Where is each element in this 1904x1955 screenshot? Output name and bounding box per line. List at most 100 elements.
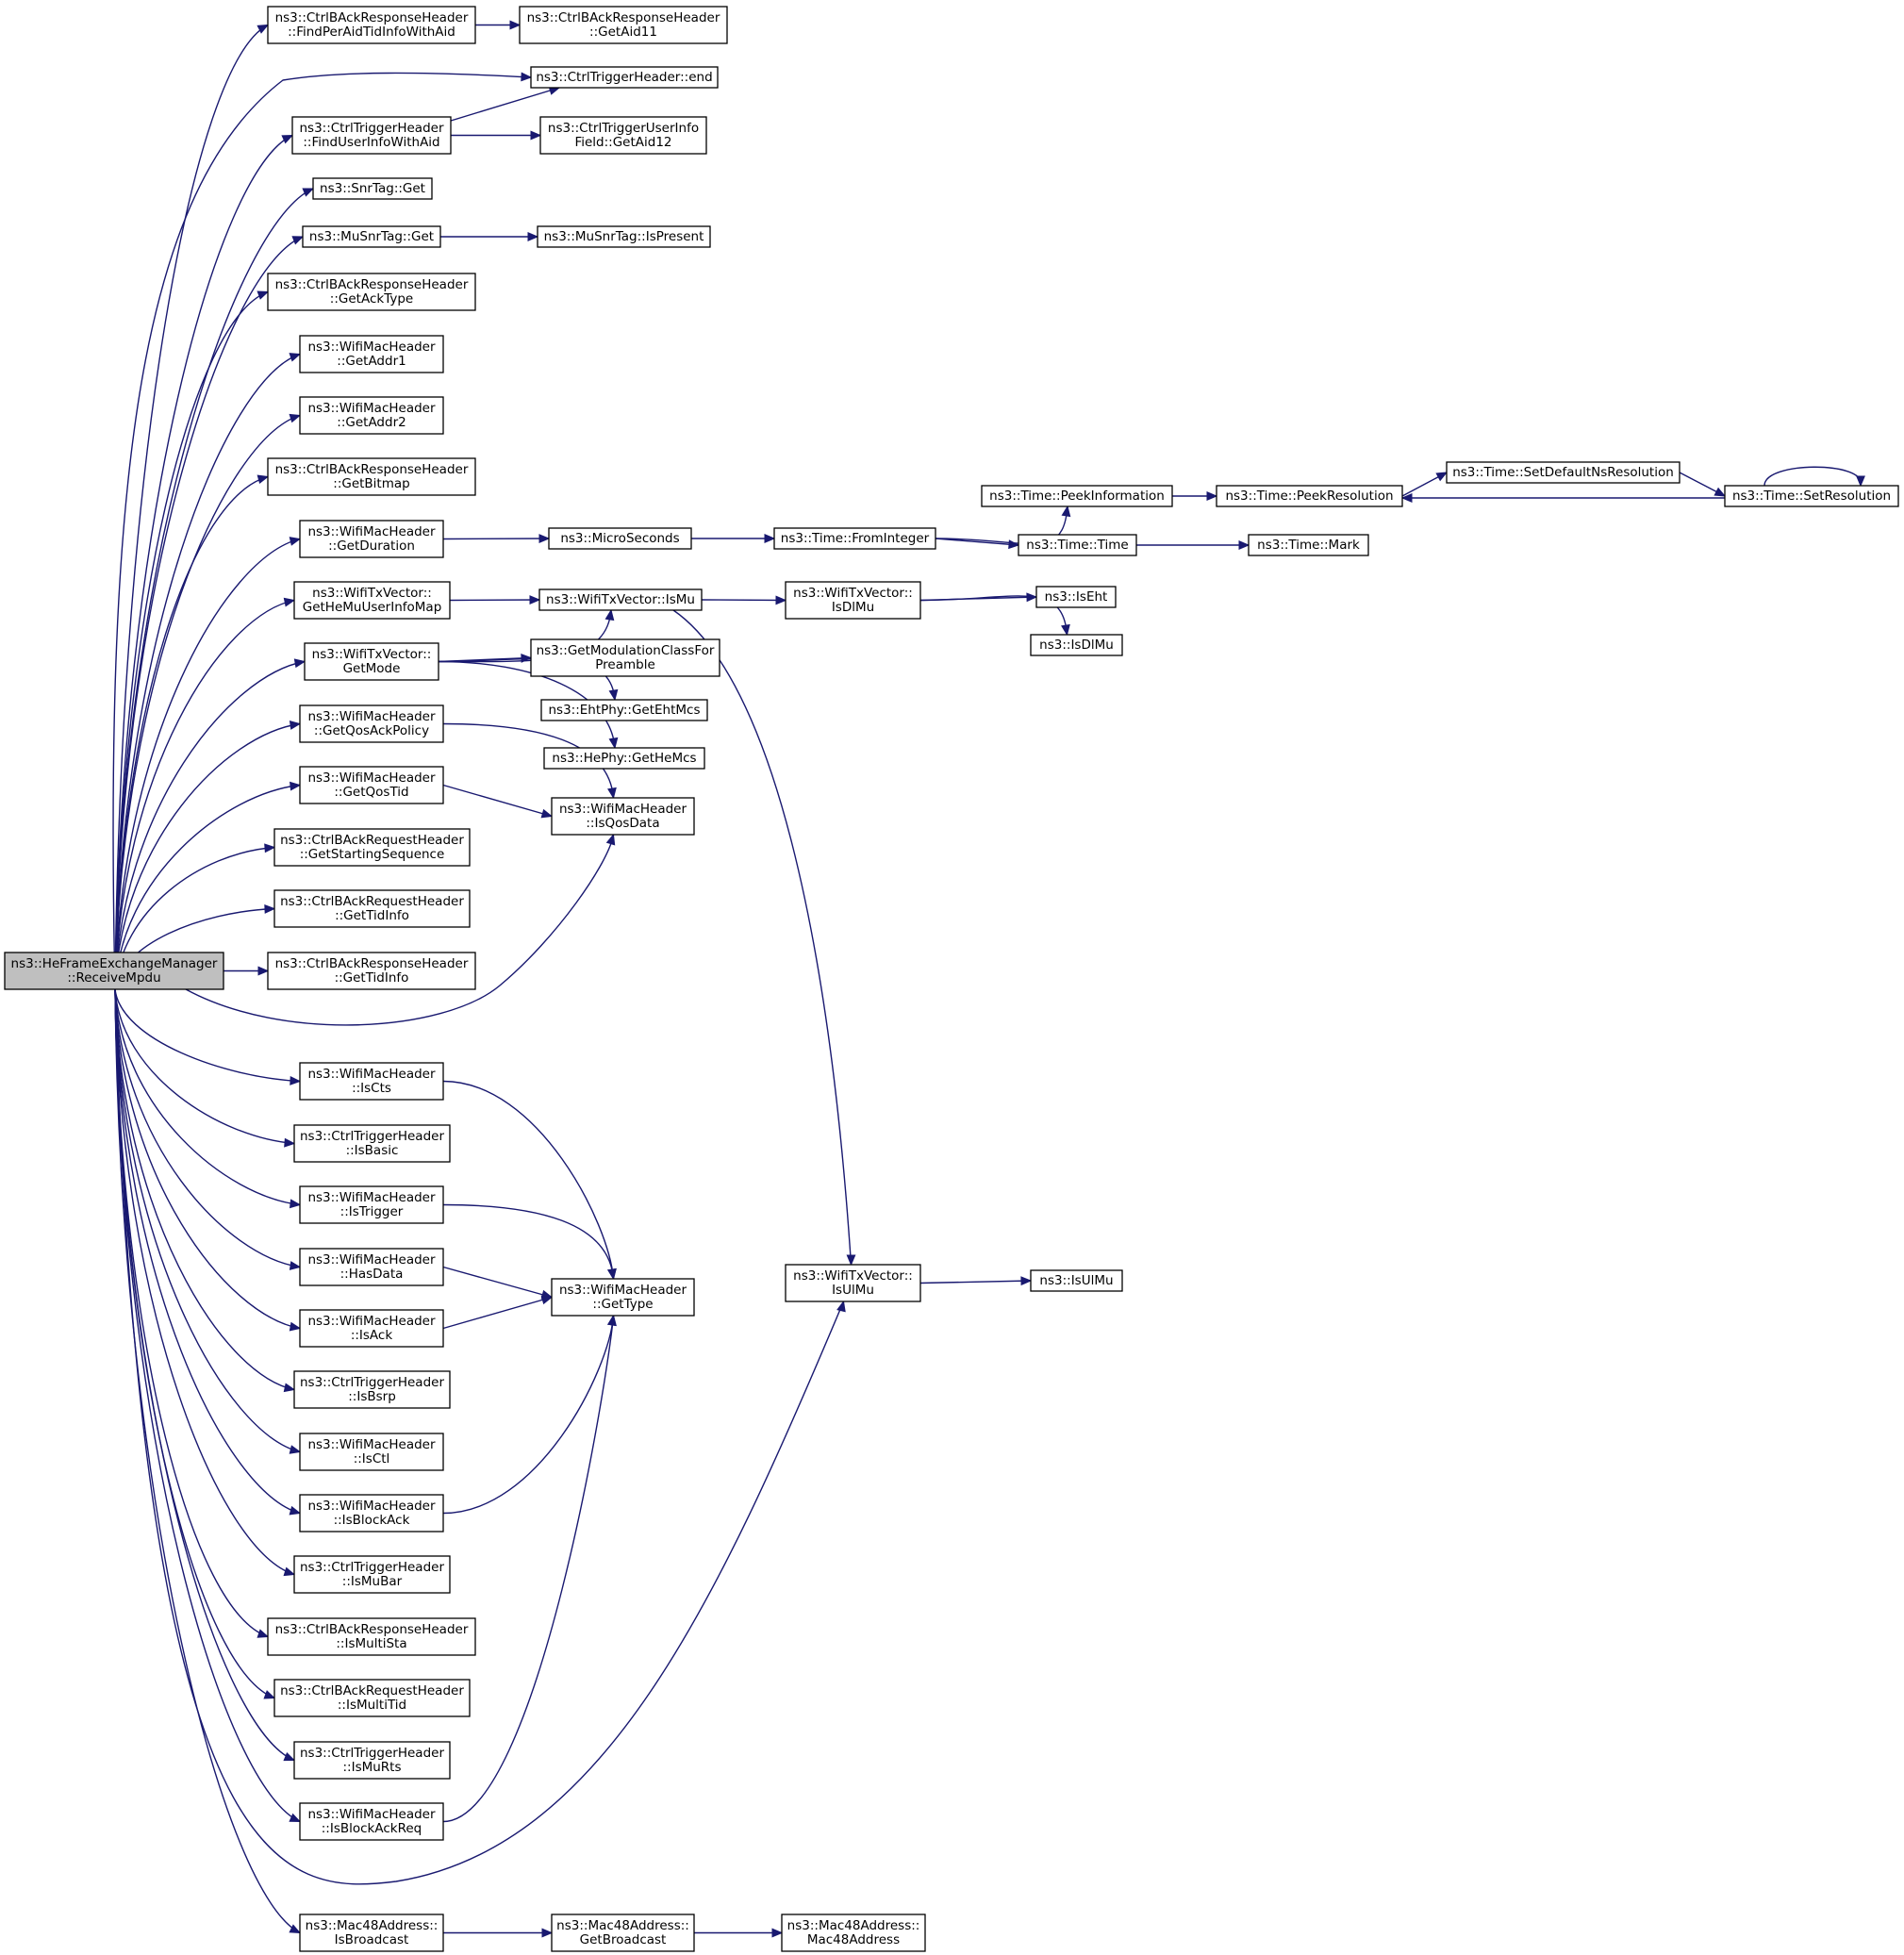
node-box xyxy=(781,1914,926,1952)
edge-root-to-is-block-ack xyxy=(114,988,301,1515)
node-from-integer[interactable]: ns3::Time::FromInteger xyxy=(773,527,936,550)
node-label: ::IsBlockAck xyxy=(334,1513,410,1528)
node-is-cts[interactable]: ns3::WifiMacHeader::IsCts xyxy=(299,1062,444,1101)
node-get-he-mu-user-info-map[interactable]: ns3::WifiTxVector::GetHeMuUserInfoMap xyxy=(293,581,451,620)
node-is-dl-mu[interactable]: ns3::IsDlMu xyxy=(1030,634,1123,656)
node-label: ns3::CtrlTriggerHeader xyxy=(300,1560,444,1575)
node-is-basic[interactable]: ns3::CtrlTriggerHeader::IsBasic xyxy=(293,1124,451,1163)
node-is-mu[interactable]: ns3::WifiTxVector::IsMu xyxy=(538,588,703,611)
node-he-mcs[interactable]: ns3::HePhy::GetHeMcs xyxy=(543,747,705,770)
edge-arrowhead xyxy=(293,658,306,669)
node-is-multi-tid[interactable]: ns3::CtrlBAckRequestHeader::IsMultiTid xyxy=(273,1679,471,1717)
node-box xyxy=(299,766,444,804)
node-get-aid11[interactable]: ns3::CtrlBAckResponseHeader::GetAid11 xyxy=(519,6,728,44)
node-is-eht[interactable]: ns3::IsEht xyxy=(1035,586,1117,608)
node-time-mark[interactable]: ns3::Time::Mark xyxy=(1248,534,1369,556)
node-mac48-ctor[interactable]: ns3::Mac48Address::Mac48Address xyxy=(781,1914,926,1952)
node-label: Field::GetAid12 xyxy=(574,135,671,150)
node-peek-information[interactable]: ns3::Time::PeekInformation xyxy=(981,485,1173,507)
node-mu-snr-get[interactable]: ns3::MuSnrTag::Get xyxy=(302,225,441,248)
node-is-multi-sta[interactable]: ns3::CtrlBAckResponseHeader::IsMultiSta xyxy=(267,1617,476,1656)
node-box xyxy=(299,1309,444,1348)
node-mu-snr-is-present[interactable]: ns3::MuSnrTag::IsPresent xyxy=(537,225,711,248)
node-get-broadcast[interactable]: ns3::Mac48Address::GetBroadcast xyxy=(551,1914,695,1952)
node-find-per-aid[interactable]: ns3::CtrlBAckResponseHeader::FindPerAidT… xyxy=(267,6,476,44)
node-is-block-ack-req[interactable]: ns3::WifiMacHeader::IsBlockAckReq xyxy=(299,1802,444,1841)
node-is-qos-data[interactable]: ns3::WifiMacHeader::IsQosData xyxy=(551,797,695,836)
edge-arrowhead xyxy=(257,966,270,976)
node-label: ns3::CtrlBAckResponseHeader xyxy=(275,277,469,292)
node-get-bitmap[interactable]: ns3::CtrlBAckResponseHeader::GetBitmap xyxy=(267,457,476,496)
node-is-mu-bar[interactable]: ns3::CtrlTriggerHeader::IsMuBar xyxy=(293,1555,451,1594)
node-eht-mcs[interactable]: ns3::EhtPhy::GetEhtMcs xyxy=(540,699,708,721)
edge-root-to-get-addr1 xyxy=(114,353,301,990)
node-is-ul-mu-vec[interactable]: ns3::WifiTxVector::IsUlMu xyxy=(785,1264,921,1302)
node-label: ::IsCtl xyxy=(354,1451,390,1466)
node-get-type[interactable]: ns3::WifiMacHeader::GetType xyxy=(551,1278,695,1317)
node-is-ul-mu[interactable]: ns3::IsUlMu xyxy=(1030,1269,1123,1292)
node-peek-resolution[interactable]: ns3::Time::PeekResolution xyxy=(1216,485,1403,507)
node-box xyxy=(299,704,444,743)
node-is-mu-rts[interactable]: ns3::CtrlTriggerHeader::IsMuRts xyxy=(293,1741,451,1780)
node-is-bsrp[interactable]: ns3::CtrlTriggerHeader::IsBsrp xyxy=(293,1370,451,1409)
node-get-mode[interactable]: ns3::WifiTxVector::GetMode xyxy=(304,642,439,681)
edge-set-resolution-to-set-resolution xyxy=(1763,466,1862,487)
edge-arrowhead xyxy=(607,1314,617,1327)
node-is-ctl[interactable]: ns3::WifiMacHeader::IsCtl xyxy=(299,1433,444,1471)
node-get-ack-type[interactable]: ns3::CtrlBAckResponseHeader::GetAckType xyxy=(267,273,476,311)
node-is-block-ack[interactable]: ns3::WifiMacHeader::IsBlockAck xyxy=(299,1494,444,1533)
node-get-qos-tid[interactable]: ns3::WifiMacHeader::GetQosTid xyxy=(299,766,444,804)
node-label: ns3::WifiMacHeader xyxy=(307,770,436,786)
node-label: ns3::CtrlBAckResponseHeader xyxy=(275,462,469,477)
node-label: ns3::Time::SetDefaultNsResolution xyxy=(1452,465,1674,480)
node-get-addr2[interactable]: ns3::WifiMacHeader::GetAddr2 xyxy=(299,396,444,435)
edge-root-to-is-bsrp xyxy=(114,988,295,1391)
node-get-duration[interactable]: ns3::WifiMacHeader::GetDuration xyxy=(299,520,444,558)
nodes-layer: ns3::HeFrameExchangeManager::ReceiveMpdu… xyxy=(4,6,1899,1952)
node-req-start-seq[interactable]: ns3::CtrlBAckRequestHeader::GetStartingS… xyxy=(273,828,471,867)
node-time-time[interactable]: ns3::Time::Time xyxy=(1018,534,1137,556)
node-set-default-ns[interactable]: ns3::Time::SetDefaultNsResolution xyxy=(1446,461,1680,484)
edge-arrowhead xyxy=(1061,623,1070,637)
node-label: ns3::WifiMacHeader xyxy=(559,802,687,817)
edge-arrowhead xyxy=(289,1445,302,1454)
node-get-qos-ack-policy[interactable]: ns3::WifiMacHeader::GetQosAckPolicy xyxy=(299,704,444,743)
node-trigger-end[interactable]: ns3::CtrlTriggerHeader::end xyxy=(530,66,719,89)
edge-arrowhead xyxy=(1008,539,1020,550)
edge-arrowhead xyxy=(764,534,776,543)
node-box xyxy=(981,485,1173,507)
node-box xyxy=(1030,634,1123,656)
node-is-ack[interactable]: ns3::WifiMacHeader::IsAck xyxy=(299,1309,444,1348)
node-label: ns3::IsUlMu xyxy=(1039,1273,1113,1288)
edge-is-mu-to-is-dl-mu-vec xyxy=(701,599,786,602)
node-label: ::ReceiveMpdu xyxy=(67,970,160,986)
node-label: ::FindPerAidTidInfoWithAid xyxy=(288,25,455,40)
node-is-trigger[interactable]: ns3::WifiMacHeader::IsTrigger xyxy=(299,1185,444,1224)
edge-root-to-get-mode xyxy=(114,660,306,990)
node-is-broadcast[interactable]: ns3::Mac48Address::IsBroadcast xyxy=(299,1914,444,1952)
node-has-data[interactable]: ns3::WifiMacHeader::HasData xyxy=(299,1248,444,1286)
node-set-resolution[interactable]: ns3::Time::SetResolution xyxy=(1724,485,1899,507)
edge-arrowhead xyxy=(283,1751,296,1762)
node-label: ::GetStartingSequence xyxy=(300,847,445,862)
node-micro-seconds[interactable]: ns3::MicroSeconds xyxy=(548,527,692,550)
node-req-tid-info[interactable]: ns3::CtrlBAckRequestHeader::GetTidInfo xyxy=(273,889,471,928)
node-label: ::IsCts xyxy=(352,1081,391,1096)
edge-root-to-is-broadcast xyxy=(114,988,301,1934)
edge-is-ul-mu-vec-to-is-ul-mu xyxy=(919,1280,1032,1284)
node-label: ns3::WifiMacHeader xyxy=(307,1067,436,1082)
edge-arrowhead xyxy=(538,534,551,543)
node-root[interactable]: ns3::HeFrameExchangeManager::ReceiveMpdu xyxy=(4,952,224,990)
node-get-addr1[interactable]: ns3::WifiMacHeader::GetAddr1 xyxy=(299,335,444,373)
node-snr-get[interactable]: ns3::SnrTag::Get xyxy=(312,177,433,200)
node-resp-tid-info[interactable]: ns3::CtrlBAckResponseHeader::GetTidInfo xyxy=(267,952,476,990)
node-is-dl-mu-vec[interactable]: ns3::WifiTxVector::IsDlMu xyxy=(785,581,921,620)
edge-root-to-mu-snr-get xyxy=(114,236,304,990)
node-label: Preamble xyxy=(595,657,655,672)
node-box xyxy=(1446,461,1680,484)
edge-arrowhead xyxy=(283,1383,296,1393)
node-box xyxy=(4,952,224,990)
node-find-user-info[interactable]: ns3::CtrlTriggerHeader::FindUserInfoWith… xyxy=(291,116,452,155)
